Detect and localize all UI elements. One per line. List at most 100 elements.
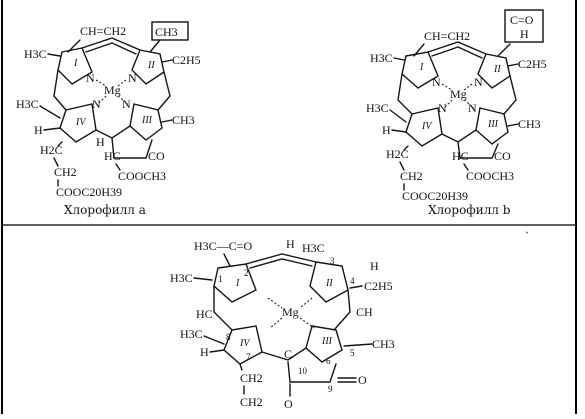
a-vinyl: CH=CH2	[80, 24, 126, 38]
a-bridge-top-inner	[85, 42, 137, 55]
c-locant-5: 5	[350, 348, 355, 358]
a-bridge-right	[157, 71, 171, 111]
c-hc: HC	[196, 307, 213, 321]
c-h-left: H	[200, 345, 209, 359]
b-caption: Хлорофилл b	[428, 203, 511, 217]
b-ch2-1: H2C	[386, 147, 409, 161]
b-ring-I-label: I	[419, 62, 424, 73]
c-ch3-right: CH3	[372, 337, 395, 351]
a-n2: N	[128, 71, 137, 85]
c-bridge-right	[333, 289, 351, 331]
b-coord	[463, 83, 473, 91]
b-ring-II	[477, 53, 511, 89]
b-highlight-top: C=O	[510, 13, 534, 27]
a-bond	[57, 141, 63, 147]
c-locant-6: 6	[326, 356, 331, 366]
a-ring-III-label: III	[141, 115, 153, 126]
b-cooch3: COOCH3	[466, 169, 514, 183]
b-h3c: H3C	[370, 51, 393, 65]
a-n4: N	[92, 97, 101, 111]
c-locant-4: 4	[350, 276, 355, 286]
a-ch2-1: H2C	[40, 143, 63, 157]
a-h-mid: H	[96, 135, 105, 149]
a-co: CO	[148, 149, 165, 163]
a-bridge-left	[53, 69, 67, 111]
c-locant-10: 10	[298, 366, 308, 376]
b-c2h5: C2H5	[518, 57, 547, 71]
c-ring-III-label: III	[321, 336, 333, 347]
c-ring-I-label: I	[235, 278, 240, 289]
structure-b: CH=CH2 C=O H I II N N Mg H3C C2H5 IV III…	[366, 9, 547, 217]
c-bond	[343, 343, 373, 347]
a-bond	[161, 59, 173, 63]
b-ring-III-label: III	[487, 119, 499, 130]
a-bond	[149, 39, 161, 53]
b-ring-I	[401, 51, 439, 89]
a-bond	[53, 157, 59, 167]
b-bond	[463, 163, 469, 171]
c-bond	[193, 277, 213, 281]
a-ring-II	[131, 49, 165, 85]
c-locant-7: 7	[246, 352, 251, 362]
c-c2h5: C2H5	[364, 279, 393, 293]
a-ring-IV-label: IV	[75, 117, 87, 128]
a-cooch3: COOCH3	[118, 169, 166, 183]
c-locant-2: 2	[244, 268, 249, 278]
a-metal: Mg	[104, 83, 121, 97]
c-bond	[239, 363, 243, 371]
structure-a: CH=CH2 CH3 I II N N Mg H3C C2H5 IV	[16, 21, 201, 217]
b-bridge-top-inner	[431, 46, 483, 59]
b-bond	[391, 129, 407, 133]
b-n2: N	[474, 75, 483, 89]
a-ring-V	[111, 137, 153, 159]
b-n4: N	[438, 101, 447, 115]
c-bond	[209, 349, 225, 353]
a-ring-II-label: II	[147, 60, 155, 71]
c-bridge-bottom	[261, 347, 307, 361]
c-ch2-2: CH2	[240, 395, 263, 409]
a-ring-III	[129, 103, 163, 141]
a-caption: Хлорофилл a	[64, 203, 146, 217]
b-bond	[389, 109, 407, 123]
b-ch2-2: CH2	[400, 169, 423, 183]
a-highlight: CH3	[155, 25, 178, 39]
c-ring-V	[287, 361, 337, 383]
c-ring-II	[309, 261, 349, 303]
c-h-top: H	[286, 237, 295, 251]
c-bond	[203, 335, 225, 345]
c-oxo: O	[358, 373, 367, 387]
a-highlight-box	[151, 21, 189, 41]
c-ring-I	[213, 263, 257, 303]
c-locant-3: 3	[330, 256, 335, 266]
c-metal: Mg	[282, 305, 299, 319]
c-coord	[269, 317, 283, 329]
c-ring-IV	[223, 325, 263, 365]
b-bridge-left	[397, 73, 413, 115]
c-locant-1: 1	[218, 274, 223, 284]
b-highlight-bottom: H	[520, 27, 529, 41]
b-ester: COOC20H39	[402, 189, 468, 203]
c-ring-III	[305, 325, 343, 363]
b-bridge-top	[427, 41, 487, 55]
b-bond	[403, 145, 409, 151]
a-ester: COOC20H39	[56, 185, 122, 199]
b-co: CO	[494, 149, 511, 163]
b-highlight-box	[504, 9, 544, 43]
structure-c: H3C—C=O H H3C H I 1 2 II 3 4 H3C C2H5 Mg…	[170, 237, 395, 411]
b-bond	[507, 63, 519, 67]
a-ring-I-label: I	[73, 58, 78, 69]
a-ch3-left: H3C	[16, 97, 39, 111]
c-c-mid: C	[284, 347, 292, 361]
c-bond	[223, 253, 231, 267]
c-ch2-1: CH2	[240, 371, 263, 385]
b-bond	[393, 57, 405, 61]
b-bridge-right	[503, 75, 517, 115]
a-bridge-top	[81, 37, 141, 51]
a-n1: N	[86, 71, 95, 85]
a-hc: HC	[104, 149, 121, 163]
b-ch3-right: CH3	[518, 117, 541, 131]
c-acetyl: H3C—C=O	[194, 239, 252, 253]
c-coord	[299, 317, 315, 329]
a-coord	[95, 79, 107, 87]
